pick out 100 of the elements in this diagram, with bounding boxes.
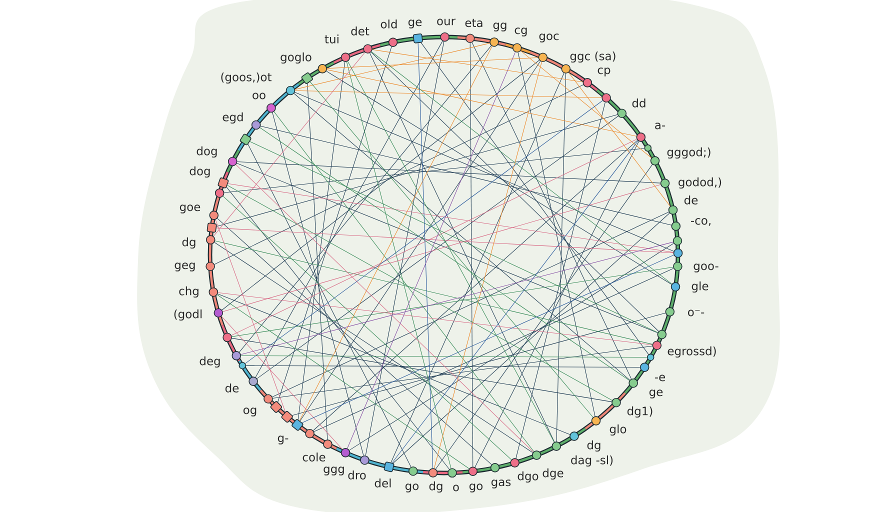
node-label: dg — [587, 440, 600, 452]
connector-line — [300, 61, 541, 422]
node-label: dog — [190, 166, 210, 178]
node-label: de — [684, 196, 698, 204]
node-label: eta — [465, 18, 482, 28]
dot — [672, 236, 682, 246]
dot — [305, 428, 314, 438]
connector-line — [214, 240, 653, 345]
node-label: goo- — [694, 264, 718, 272]
connector-line — [236, 161, 661, 184]
node-label: dge — [542, 468, 564, 480]
connector-line — [371, 51, 672, 284]
node-label: gg — [493, 22, 506, 32]
connector-line — [218, 292, 653, 346]
node-label: dag -sl) — [571, 455, 613, 467]
node-label: ggg — [324, 466, 344, 476]
connector-line — [240, 355, 648, 358]
connector-line — [434, 62, 542, 469]
node-label: de — [225, 384, 239, 392]
node-label: old — [380, 20, 397, 28]
node-label: go — [469, 484, 483, 492]
connector-line — [222, 196, 512, 460]
node-label: gggod;) — [667, 147, 710, 159]
connector-line — [314, 268, 674, 432]
connector-line — [214, 242, 533, 453]
connector-line — [239, 45, 492, 352]
connector-line — [556, 73, 566, 442]
connector-line — [326, 57, 539, 69]
node-label: ge — [649, 390, 663, 398]
connector-line — [294, 90, 602, 98]
connector-line — [255, 40, 443, 378]
connector-line — [520, 50, 652, 158]
connector-line — [474, 141, 640, 468]
dot — [673, 248, 683, 258]
node-label: glo — [610, 424, 626, 436]
node-label: chg — [179, 286, 198, 298]
connector-line — [232, 266, 674, 337]
connector-line — [236, 164, 534, 452]
connector-line — [418, 42, 434, 468]
node-label: goglo — [280, 52, 312, 64]
node-label: go — [405, 484, 419, 492]
node-label: a- — [655, 122, 666, 130]
connector-line — [222, 60, 540, 310]
node-label: -e — [654, 374, 665, 382]
dot — [657, 330, 667, 340]
connector-line — [370, 52, 659, 332]
node-label: cp — [598, 68, 610, 76]
node-label: o — [453, 484, 459, 492]
connector-line — [221, 316, 343, 450]
node-label: dd — [632, 98, 646, 108]
connector-line — [472, 42, 632, 380]
connector-line — [216, 294, 470, 469]
connector-line — [272, 112, 364, 456]
connector-line — [435, 164, 653, 470]
connector-line — [228, 183, 674, 253]
node-label: o⁻- — [688, 310, 704, 316]
connector-line — [246, 365, 640, 368]
node-label: oo — [252, 92, 266, 100]
connector-line — [372, 49, 584, 82]
connector-line — [232, 338, 612, 402]
connector-line — [392, 212, 670, 464]
connector-line — [240, 242, 674, 355]
connector-line — [420, 42, 649, 355]
node-label: -co, — [691, 218, 710, 226]
node-label: (godl — [174, 309, 202, 321]
connector-line — [260, 126, 672, 226]
connector-line — [245, 100, 603, 364]
node-label: cg — [514, 28, 527, 36]
node-label: geg — [174, 262, 195, 272]
node-label: det — [351, 26, 370, 36]
node-label: og — [243, 408, 256, 416]
node-label: tui — [324, 34, 338, 44]
connector-line — [298, 62, 346, 420]
connector-line — [216, 114, 618, 227]
connector-line — [227, 184, 612, 401]
connector-line — [294, 92, 674, 252]
connector-line — [226, 186, 450, 470]
connector-line — [274, 111, 534, 452]
node-label: egrossd) — [668, 346, 716, 358]
connector-line — [224, 148, 645, 193]
connector-line — [470, 42, 474, 467]
connector-line — [568, 72, 670, 207]
node-label: ge — [408, 20, 422, 28]
node-label: gle — [692, 281, 708, 293]
node-label: dog — [196, 146, 217, 158]
node-label: deg — [200, 356, 220, 368]
connector-line — [365, 41, 444, 456]
node-label: egd — [222, 112, 243, 124]
connector-line — [213, 52, 366, 236]
connector-line — [310, 81, 594, 418]
node-label: our — [437, 18, 456, 26]
connector-line — [217, 218, 492, 465]
node-label: dg — [182, 237, 196, 249]
node-label: dgo — [518, 471, 538, 483]
dot — [222, 332, 232, 342]
connector-line — [349, 243, 674, 450]
node-label: gas — [491, 480, 511, 488]
node-label: ggc (sa) — [570, 51, 616, 63]
connector-line — [326, 69, 637, 136]
node-label: dg1) — [627, 406, 652, 418]
